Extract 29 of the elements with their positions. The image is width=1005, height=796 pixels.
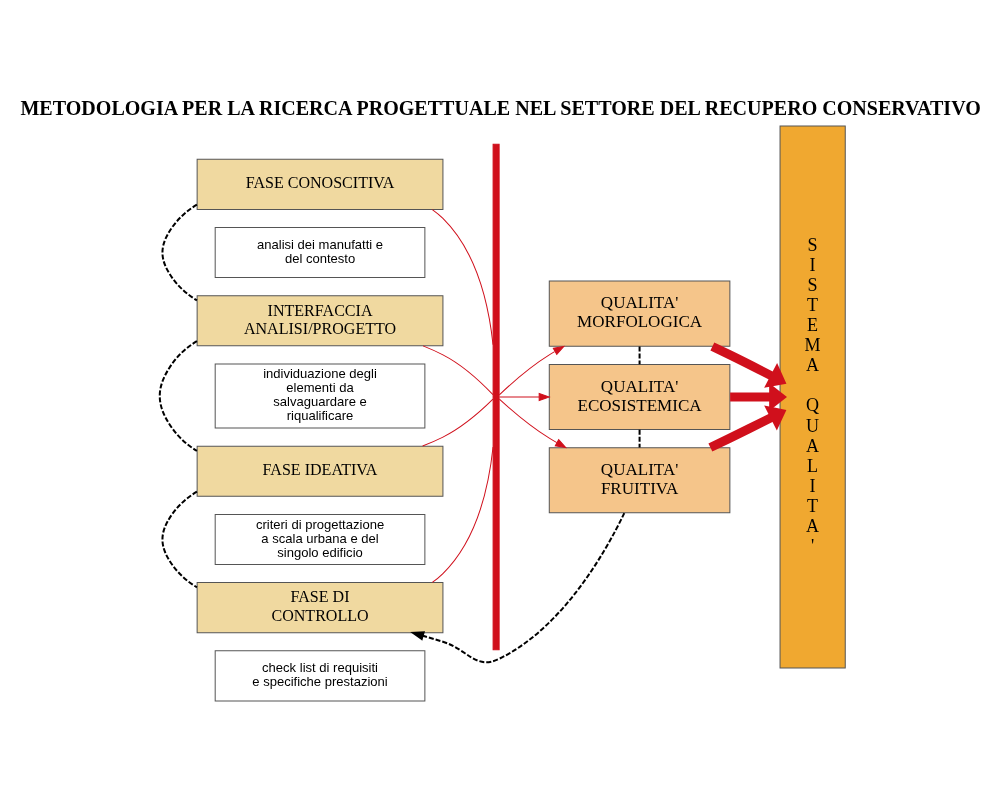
node-box: criteri di progettazione a scala urbana e del singolo edificio (214, 513, 426, 565)
node-box: FASE CONOSCITIVA (196, 158, 444, 210)
connector (422, 398, 494, 447)
connector (158, 339, 198, 452)
connector (638, 345, 641, 364)
node-box: FASE IDEATIVA (196, 445, 444, 497)
connector (638, 429, 641, 447)
diagram-title: METODOLOGIA PER LA RICERCA PROGETTUALE NEL SETTORE DEL RECUPERO CONSERVATIVO (20, 96, 981, 119)
node-box: INTERFACCIA ANALISI/PROGETTO (196, 294, 444, 346)
connector (431, 446, 494, 583)
connector (161, 203, 198, 301)
connector (161, 490, 198, 588)
arrow (410, 512, 626, 663)
arrow (708, 404, 787, 452)
connector (431, 208, 494, 345)
arrow (499, 392, 550, 401)
node-box: analisi dei manufatti e del contesto (214, 226, 426, 278)
node-bar (492, 143, 500, 650)
connector (422, 344, 494, 395)
node-box: QUALITA' ECOSISTEMICA (548, 363, 731, 430)
node-box: QUALITA' MORFOLOGICA (548, 280, 731, 347)
node-box: check list di requisiti e specifiche prestazioni (214, 649, 426, 701)
arrow (498, 398, 567, 448)
node-box: SISTEMA QUALITA' (779, 125, 846, 668)
node-box: individuazione degli elementi da salvaguardare e riqualificare (214, 362, 426, 429)
arrow (710, 341, 787, 388)
node-box: QUALITA' FRUITIVA (548, 446, 731, 513)
node-box: FASE DI CONTROLLO (196, 581, 444, 633)
arrow (498, 345, 565, 395)
